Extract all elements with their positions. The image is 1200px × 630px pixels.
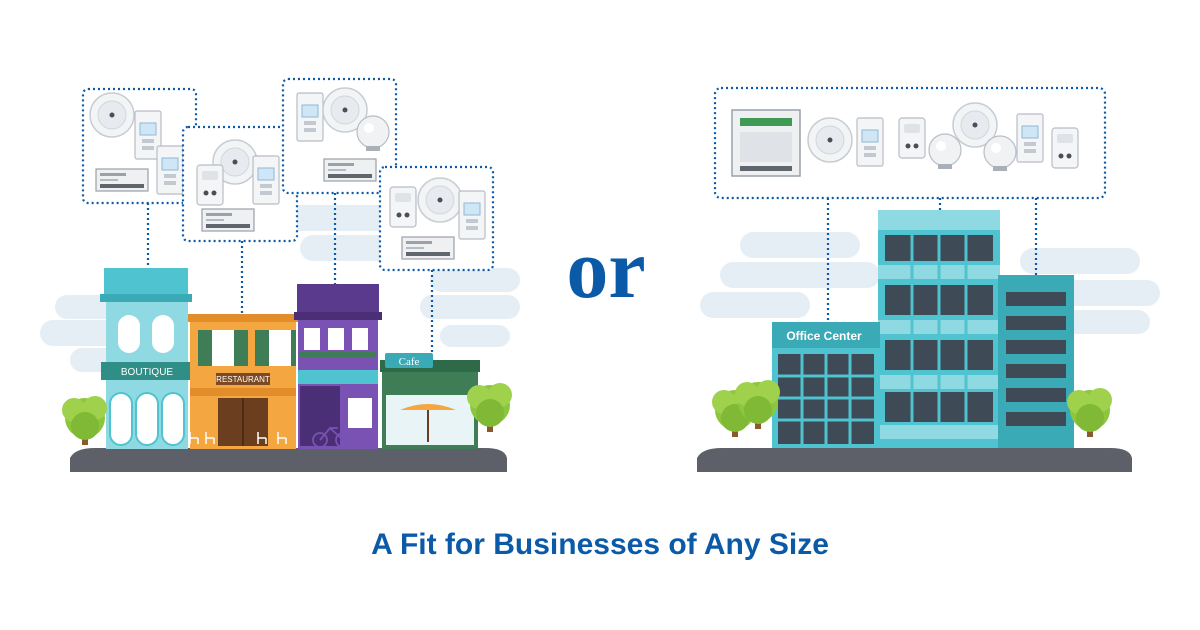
restaurant-sign: RESTAURANT <box>216 375 270 384</box>
office-center-building <box>772 322 880 448</box>
boutique-building <box>100 268 193 449</box>
purple-shop-building <box>294 284 382 449</box>
bicycle <box>312 426 351 448</box>
restaurant-building <box>188 314 298 449</box>
device-panel-3 <box>281 77 398 195</box>
caption-headline: A Fit for Businesses of Any Size <box>371 528 829 561</box>
or-text: or <box>566 223 645 316</box>
device-panel-office <box>713 86 1107 200</box>
device-panel-2 <box>181 125 299 243</box>
connector-lines-left <box>146 193 434 355</box>
device-panel-1 <box>81 87 198 205</box>
office-tower <box>878 210 1000 448</box>
connector-lines-right <box>826 198 1038 325</box>
office-annex <box>998 275 1074 448</box>
office-center-sign: Office Center <box>786 329 862 343</box>
clouds-left <box>40 205 520 372</box>
device-panel-4 <box>378 165 495 272</box>
ground-right <box>697 448 1132 472</box>
cafe-sign: Cafe <box>399 356 420 368</box>
cafe-building <box>380 353 480 449</box>
boutique-sign: BOUTIQUE <box>121 367 174 378</box>
ground-left <box>70 448 507 472</box>
